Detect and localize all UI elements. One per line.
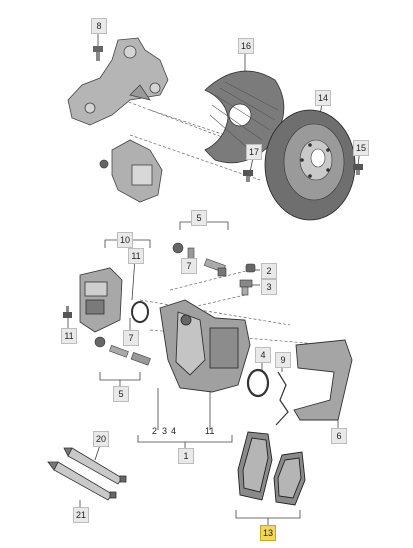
grease-tube-20-icon [63, 447, 127, 485]
callout-4: 4 [255, 347, 271, 363]
retaining-spring-icon [275, 371, 289, 426]
shield-bolt-icon [243, 170, 253, 182]
callout-9: 9 [275, 352, 291, 368]
knuckle-icon [67, 37, 169, 126]
caliper-carrier-small-icon [99, 139, 163, 203]
callout-20: 20 [93, 431, 109, 447]
o-ring-icon [131, 301, 149, 323]
brake-pad-left-icon [237, 431, 273, 501]
callout-16: 16 [238, 38, 254, 54]
callout-14: 14 [315, 90, 331, 106]
callout-8: 8 [91, 18, 107, 34]
callout-1: 1 [178, 448, 194, 464]
callout-7-lower: 7 [123, 330, 139, 346]
callout-3: 3 [261, 279, 277, 295]
callout-15: 15 [353, 140, 369, 156]
callout-5-bottom: 5 [113, 386, 129, 402]
callout-11-ring: 11 [128, 248, 144, 264]
callout-17: 17 [246, 144, 262, 160]
brake-disc-icon [264, 109, 356, 221]
callout-11-bracket: 11 [205, 426, 215, 436]
callout-10: 10 [117, 232, 133, 248]
grease-tube-21-icon [47, 461, 117, 501]
splash-shield-icon [204, 70, 285, 164]
disc-screw-icon [353, 164, 363, 175]
bleed-cap-icon [245, 263, 256, 273]
callout-21: 21 [73, 507, 89, 523]
brake-pad-right-icon [273, 451, 306, 506]
bleed-valve-icon [239, 279, 253, 296]
caliper-bracket-icon [293, 339, 353, 421]
lower-guide-pins-icon [94, 336, 151, 366]
piston-seal-icon [246, 368, 270, 398]
callout-6: 6 [331, 428, 347, 444]
callout-3-bracket: 3 [162, 426, 168, 436]
brake-caliper-icon [159, 299, 251, 393]
motor-bolt-icon [63, 306, 72, 318]
callout-11-bolt: 11 [61, 328, 77, 344]
callout-13: 13 [260, 525, 276, 541]
callout-2-bracket: 2 [152, 426, 158, 436]
parking-motor-icon [79, 267, 123, 333]
callout-2: 2 [261, 263, 277, 279]
callout-4-bracket: 4 [171, 426, 177, 436]
bolt-icon [93, 46, 103, 61]
callout-5-top: 5 [191, 210, 207, 226]
callout-7: 7 [181, 258, 197, 274]
